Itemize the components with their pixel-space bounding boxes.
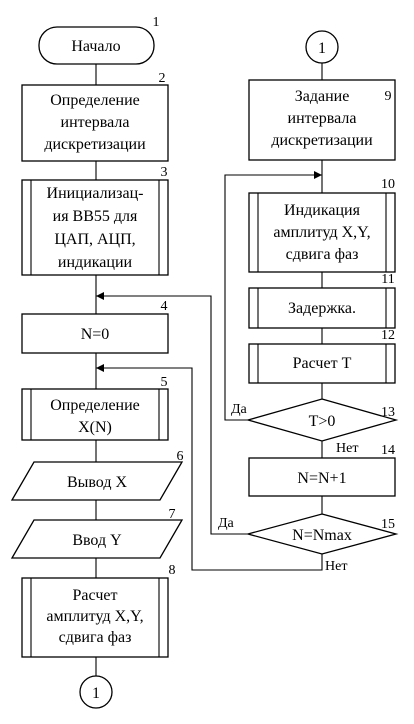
connector-bottom: 1 bbox=[79, 675, 113, 709]
arrowheads bbox=[96, 171, 322, 372]
block-7-text: Ввод Y bbox=[72, 532, 122, 549]
block-10-predefined-process: Индикация амплитуд X,Y, сдвига фаз bbox=[248, 192, 396, 273]
block-5-line-2: X(N) bbox=[78, 419, 112, 436]
number-6: 6 bbox=[177, 449, 184, 464]
block-5-predefined-process: Определение X(N) bbox=[21, 388, 169, 441]
connector-top-label: 1 bbox=[318, 40, 326, 57]
block-13-decision: T>0 bbox=[245, 398, 399, 442]
block-15-decision: N=Nmax bbox=[245, 513, 399, 555]
block-10-line-3: сдвига фаз bbox=[286, 246, 359, 263]
number-5: 5 bbox=[161, 375, 168, 390]
number-3: 3 bbox=[161, 165, 168, 180]
no-label-13: Нет bbox=[336, 441, 358, 456]
block-3-line-4: индикации bbox=[58, 254, 133, 271]
block-14-process: N=N+1 bbox=[248, 457, 396, 497]
block-8-predefined-process: Расчет амплитуд X,Y, сдвига фаз bbox=[21, 577, 169, 658]
number-8: 8 bbox=[169, 563, 176, 578]
block-2-line-3: дискретизации bbox=[44, 136, 146, 153]
block-9-line-1: Задание bbox=[295, 88, 350, 105]
number-7: 7 bbox=[169, 507, 176, 522]
block-12-predefined-process: Расчет T bbox=[248, 343, 396, 384]
block-5-line-1: Определение bbox=[50, 397, 140, 414]
connector-bottom-label: 1 bbox=[92, 685, 100, 702]
number-14: 14 bbox=[381, 443, 395, 458]
connection-lines bbox=[95, 63, 323, 676]
block-8-line-2: амплитуд X,Y, bbox=[46, 608, 143, 625]
block-14-text: N=N+1 bbox=[297, 470, 346, 487]
number-1: 1 bbox=[153, 15, 160, 30]
number-13: 13 bbox=[381, 405, 395, 420]
block-8-line-3: сдвига фаз bbox=[59, 629, 132, 646]
block-9-process: Задание интервала дискретизации bbox=[248, 79, 396, 161]
number-9: 9 bbox=[385, 89, 392, 104]
number-10: 10 bbox=[381, 177, 395, 192]
number-4: 4 bbox=[161, 299, 168, 314]
yes-label-13: Да bbox=[231, 402, 248, 417]
start-terminator: Начало bbox=[38, 26, 155, 65]
block-10-line-1: Индикация bbox=[284, 202, 361, 219]
number-12: 12 bbox=[381, 328, 395, 343]
connector-top: 1 bbox=[305, 30, 339, 64]
block-8-line-1: Расчет bbox=[73, 587, 118, 604]
number-15: 15 bbox=[381, 517, 395, 532]
block-numbers: 1 2 3 4 5 6 7 8 9 10 11 12 13 14 15 bbox=[153, 15, 396, 578]
block-15-text: N=Nmax bbox=[292, 527, 352, 544]
block-13-text: T>0 bbox=[309, 413, 336, 430]
block-6-text: Вывод X bbox=[67, 474, 128, 491]
block-9-line-3: дискретизации bbox=[271, 132, 373, 149]
yes-label-15: Да bbox=[218, 516, 235, 531]
block-9-line-2: интервала bbox=[288, 110, 357, 127]
block-3-line-1: Инициализац- bbox=[47, 185, 144, 202]
block-7-input: Ввод Y bbox=[10, 519, 184, 559]
block-4-process: N=0 bbox=[21, 313, 169, 354]
block-3-line-3: ЦАП, АЦП, bbox=[54, 231, 135, 248]
block-6-output: Вывод X bbox=[10, 461, 184, 501]
block-2-line-1: Определение bbox=[50, 92, 140, 109]
block-4-text: N=0 bbox=[81, 326, 110, 343]
start-label: Начало bbox=[71, 38, 120, 55]
block-11-predefined-process: Задержка. bbox=[248, 287, 396, 329]
block-2-line-2: интервала bbox=[61, 114, 130, 131]
number-11: 11 bbox=[381, 272, 394, 287]
block-2-process: Определение интервала дискретизации bbox=[21, 84, 169, 162]
block-3-line-2: ия ВВ55 для bbox=[53, 208, 138, 225]
block-11-text: Задержка. bbox=[288, 300, 356, 317]
no-label-15: Нет bbox=[325, 559, 347, 574]
block-3-predefined-process: Инициализац- ия ВВ55 для ЦАП, АЦП, индик… bbox=[21, 179, 169, 276]
number-2: 2 bbox=[159, 71, 166, 86]
block-10-line-2: амплитуд X,Y, bbox=[273, 224, 370, 241]
block-12-text: Расчет T bbox=[293, 355, 352, 372]
